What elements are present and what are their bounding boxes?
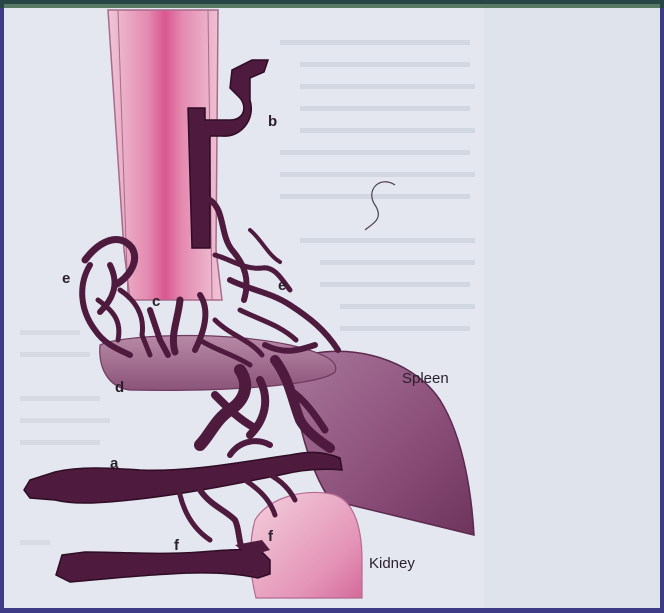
label-e-left: e	[62, 270, 70, 287]
label-kidney: Kidney	[369, 555, 415, 572]
kidney	[251, 492, 362, 598]
label-a: a	[110, 455, 119, 472]
top-edge	[0, 0, 664, 8]
label-d: d	[115, 379, 124, 396]
label-c: c	[152, 293, 160, 310]
label-e-right: e	[278, 277, 286, 294]
page-margin	[484, 4, 660, 608]
label-b: b	[268, 113, 277, 130]
label-spleen: Spleen	[402, 370, 449, 387]
